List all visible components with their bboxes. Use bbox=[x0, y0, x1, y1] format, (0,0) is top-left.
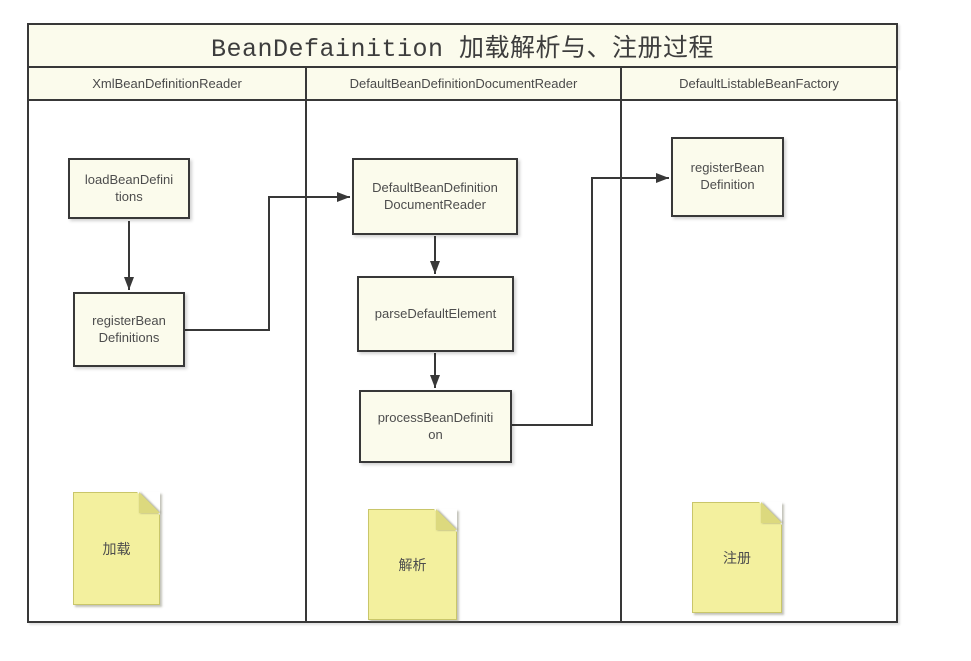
node-register-bean-definitions: registerBean Definitions bbox=[73, 292, 185, 367]
node-register-bean-definition: registerBean Definition bbox=[671, 137, 784, 217]
lane-header-xml-bean-definition-reader: XmlBeanDefinitionReader bbox=[27, 66, 307, 101]
note-label: 注册 bbox=[723, 549, 751, 566]
lane-separator bbox=[620, 99, 622, 623]
node-parse-default-element: parseDefaultElement bbox=[357, 276, 514, 352]
folded-corner-icon bbox=[761, 502, 782, 523]
lane-header-default-listable-bean-factory: DefaultListableBeanFactory bbox=[620, 66, 898, 101]
folded-corner-icon bbox=[436, 509, 457, 530]
node-label-line: on bbox=[428, 426, 443, 442]
lane-header-label: DefaultListableBeanFactory bbox=[679, 76, 839, 91]
note-parse: 解析 bbox=[368, 509, 457, 620]
node-default-bean-definition-document-reader: DefaultBeanDefinition DocumentReader bbox=[352, 158, 518, 235]
node-label-line: loadBeanDefini bbox=[84, 171, 174, 187]
node-load-bean-definitions: loadBeanDefini tions bbox=[68, 158, 190, 219]
lane-header-label: XmlBeanDefinitionReader bbox=[92, 76, 242, 91]
node-process-bean-definition: processBeanDefiniti on bbox=[359, 390, 512, 463]
lane-separator bbox=[305, 99, 307, 623]
note-label: 解析 bbox=[398, 556, 427, 573]
node-label-line: parseDefaultElement bbox=[374, 305, 497, 321]
node-label-line: processBeanDefiniti bbox=[377, 409, 494, 425]
lane-header-default-bean-definition-document-reader: DefaultBeanDefinitionDocumentReader bbox=[305, 66, 622, 101]
note-label: 加载 bbox=[102, 540, 131, 557]
node-label-line: DocumentReader bbox=[384, 196, 486, 212]
node-label-line: Definitions bbox=[98, 329, 160, 345]
note-register: 注册 bbox=[692, 502, 782, 613]
folded-corner-icon bbox=[139, 492, 160, 513]
diagram-title: BeanDefainition 加载解析与、注册过程 bbox=[210, 34, 715, 64]
node-label-line: registerBean bbox=[92, 312, 166, 328]
diagram-title-band: BeanDefainition 加载解析与、注册过程 bbox=[27, 23, 898, 68]
node-label-line: registerBean bbox=[690, 160, 765, 176]
node-label-line: DefaultBeanDefinition bbox=[372, 179, 498, 195]
node-label-line: tions bbox=[115, 188, 143, 204]
node-label-line: Definition bbox=[700, 177, 755, 192]
lane-header-label: DefaultBeanDefinitionDocumentReader bbox=[349, 76, 578, 91]
note-load: 加载 bbox=[73, 492, 160, 605]
